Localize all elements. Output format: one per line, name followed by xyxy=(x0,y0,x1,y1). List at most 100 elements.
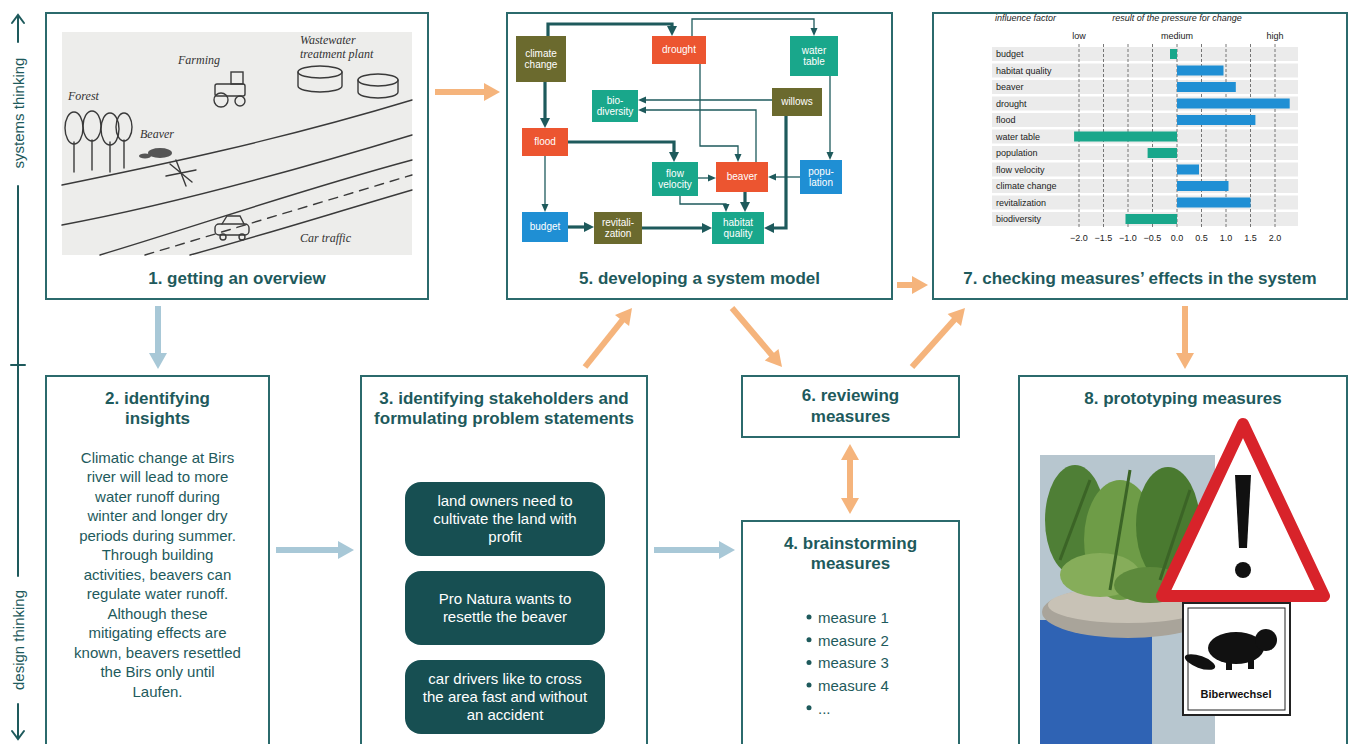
sketch-label: Forest xyxy=(68,90,99,104)
arrowhead xyxy=(912,276,928,294)
sketch-label: Beaver xyxy=(140,128,174,142)
model-factor-box: popu- lation xyxy=(800,160,842,194)
axis-tick: −1.5 xyxy=(1095,233,1113,243)
panel-caption: 1. getting an overview xyxy=(53,269,421,289)
connector xyxy=(638,107,756,163)
connector xyxy=(276,541,354,559)
sketch-label: Car traffic xyxy=(300,232,351,246)
connector xyxy=(680,196,730,212)
connector-line xyxy=(276,547,343,553)
connector xyxy=(897,276,928,294)
bullet-dots xyxy=(807,615,812,711)
chart-row-label: biodiversity xyxy=(996,214,1041,224)
chart-row-label: habitat quality xyxy=(996,66,1052,76)
arrowhead xyxy=(740,202,750,212)
list-item: measure 4 xyxy=(818,677,889,694)
connector-line xyxy=(155,306,161,358)
model-factor-box: willows xyxy=(772,88,822,116)
model-factor-box: bio- diversity xyxy=(592,90,638,122)
chart-row-label: drought xyxy=(996,99,1027,109)
connector xyxy=(768,174,800,181)
system-model-panel: 5. developing a system modelclimate chan… xyxy=(506,12,893,300)
connector xyxy=(740,192,750,212)
scale-label: medium xyxy=(1161,31,1193,41)
box-text: willows xyxy=(781,96,813,108)
axis-tick: −0.5 xyxy=(1144,233,1162,243)
connector xyxy=(568,142,679,162)
connector-line xyxy=(732,308,775,358)
panel-heading: 6. reviewing measures xyxy=(786,386,916,427)
connector-line xyxy=(548,24,672,36)
arrowhead xyxy=(708,175,716,182)
arrowhead xyxy=(702,223,712,233)
box-text: popu- lation xyxy=(802,166,840,189)
scale-label: high xyxy=(1266,31,1283,41)
scale-label: low xyxy=(1072,31,1086,41)
arrowhead xyxy=(484,83,500,101)
model-factor-box: water table xyxy=(790,36,838,76)
arrowhead xyxy=(1176,353,1194,369)
panel-heading: 3. identifying stakeholders and formulat… xyxy=(369,389,639,430)
model-factor-box: revitali- zation xyxy=(594,212,642,244)
arrowhead xyxy=(540,118,550,128)
chart-row-label: flood xyxy=(996,115,1016,125)
connector-line xyxy=(435,89,489,95)
arrowhead xyxy=(841,444,859,460)
box-text: bio- diversity xyxy=(594,95,636,118)
axis-label: systems thinking xyxy=(10,58,27,169)
model-factor-box: habitat quality xyxy=(712,212,764,244)
connector-line xyxy=(568,142,674,155)
connector-line xyxy=(829,76,830,154)
connector xyxy=(698,175,716,182)
axis-tick: −1.0 xyxy=(1119,233,1137,243)
connector xyxy=(435,83,500,101)
box-text: beaver xyxy=(727,171,758,183)
arrowhead xyxy=(764,223,774,233)
arrowhead xyxy=(768,174,776,181)
axis-tick: 2.0 xyxy=(1269,233,1282,243)
arrowhead xyxy=(584,222,594,232)
connector xyxy=(542,156,549,212)
connector-line xyxy=(585,317,625,367)
model-factor-box: drought xyxy=(652,36,706,64)
panel-caption: 5. developing a system model xyxy=(514,269,885,289)
list-item: measure 1 xyxy=(818,609,889,626)
arrowhead xyxy=(719,541,735,559)
chart-row-label: budget xyxy=(996,49,1024,59)
arrowhead xyxy=(542,204,549,212)
box-text: land owners need to cultivate the land w… xyxy=(419,492,591,546)
model-factor-box: flow velocity xyxy=(652,162,698,196)
connector-line xyxy=(544,156,545,206)
arrowhead xyxy=(669,152,679,162)
connector-line xyxy=(644,110,756,162)
insights-panel: 2. identifying insightsClimatic change a… xyxy=(45,375,270,744)
panel-caption: 7. checking measures’ effects in the sys… xyxy=(940,269,1340,289)
pressure-chart xyxy=(992,44,1298,229)
sign-text: Biberwechsel xyxy=(1201,688,1272,700)
review-panel: 6. reviewing measures xyxy=(741,375,960,438)
chart-row-label: beaver xyxy=(996,82,1024,92)
arrowhead xyxy=(948,308,965,326)
stakeholder-box: land owners need to cultivate the land w… xyxy=(405,482,605,556)
connector xyxy=(700,64,742,162)
axis-tick: −2.0 xyxy=(1070,233,1088,243)
arrowhead xyxy=(723,204,730,212)
prototype-panel: 8. prototyping measures xyxy=(1018,375,1348,744)
connector-line xyxy=(774,176,800,177)
panel-heading: 4. brainstorming measures xyxy=(766,534,936,575)
arrowhead xyxy=(841,498,859,514)
connector xyxy=(568,222,594,232)
connector xyxy=(642,223,712,233)
connector xyxy=(692,19,818,36)
chart-row-label: water table xyxy=(996,132,1040,142)
connector-line xyxy=(771,116,786,228)
stakeholder-box: Pro Natura wants to resettle the beaver xyxy=(405,571,605,645)
chart-header: influence factor xyxy=(995,13,1056,23)
stakeholders-panel: 3. identifying stakeholders and formulat… xyxy=(360,375,648,744)
connector xyxy=(638,97,772,104)
arrowhead xyxy=(338,541,354,559)
chart-header: result of the pressure for change xyxy=(1112,13,1242,23)
